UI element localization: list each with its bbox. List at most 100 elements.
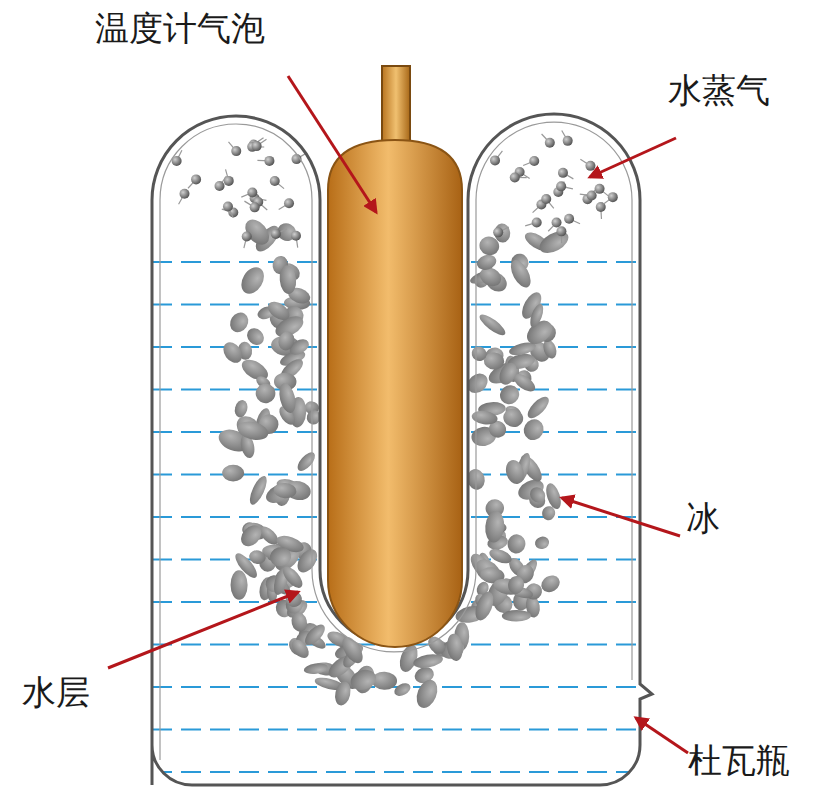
ice-chunk	[543, 482, 563, 511]
molecule	[231, 146, 241, 156]
ice-chunk	[333, 680, 353, 707]
ice-chunk	[295, 449, 319, 474]
vapor-molecule	[580, 159, 595, 171]
molecule	[250, 202, 260, 212]
ice-chunk	[288, 636, 312, 661]
ice-chunk	[303, 662, 328, 675]
molecule	[556, 181, 566, 191]
molecule	[242, 231, 252, 241]
molecule	[510, 172, 520, 182]
molecule	[563, 136, 573, 146]
ice-chunk	[477, 311, 508, 338]
ice-chunk	[534, 535, 551, 550]
vapor-molecule	[562, 130, 573, 145]
ice-chunk	[236, 419, 270, 443]
molecule	[284, 198, 294, 208]
ice-chunk	[527, 484, 549, 506]
molecule	[252, 141, 262, 151]
ice-chunk	[244, 325, 268, 349]
ice-chunk	[413, 677, 441, 711]
ice-chunk	[279, 563, 305, 591]
ice-chunk	[524, 393, 552, 421]
ice-chunk	[289, 611, 309, 634]
ice-chunk	[265, 298, 293, 324]
molecule	[179, 189, 189, 199]
vapor-molecule	[541, 194, 554, 208]
ice-chunk	[302, 621, 329, 648]
vapor-molecule	[580, 191, 597, 201]
ice-chunk	[445, 633, 464, 662]
vapor-molecule	[542, 134, 555, 148]
vapor-molecule	[556, 181, 573, 191]
molecule	[264, 156, 274, 166]
vapor-molecule	[525, 217, 541, 227]
molecule	[556, 226, 566, 236]
molecule	[532, 217, 542, 227]
molecule	[490, 155, 500, 165]
leader-arrow	[636, 718, 688, 753]
ice-chunk	[279, 265, 298, 295]
ice-chunk	[536, 227, 572, 258]
ice-chunk	[230, 570, 247, 600]
vapor-molecule	[244, 201, 259, 212]
molecule	[608, 192, 618, 202]
molecule	[191, 174, 201, 184]
molecule	[564, 214, 574, 224]
vapor-molecule	[596, 202, 606, 219]
ice-chunk	[502, 610, 531, 622]
molecule	[493, 227, 503, 237]
vapor-molecule	[279, 198, 294, 209]
ice-chunk	[412, 652, 444, 670]
vapor-molecule	[523, 156, 539, 166]
part-label: 水层	[22, 672, 90, 713]
vapor-molecule	[241, 187, 257, 197]
ice-chunk	[268, 545, 294, 569]
vapor-molecule	[270, 176, 284, 189]
part-label: 温度计气泡	[95, 8, 265, 49]
ice-chunk	[506, 574, 525, 595]
leader-arrow	[288, 76, 376, 212]
vapor-molecule	[548, 218, 561, 232]
molecule	[595, 184, 605, 194]
thermometer-bulb	[328, 140, 462, 647]
vapor-molecule	[603, 192, 618, 204]
molecule	[271, 229, 281, 239]
molecule	[224, 176, 234, 186]
ice-chunk	[237, 263, 269, 298]
ice-chunk	[501, 406, 526, 430]
ice-chunk	[277, 382, 299, 415]
molecule	[541, 194, 551, 204]
ice-chunk	[487, 546, 513, 566]
vapor-molecule	[271, 229, 287, 239]
vapor-molecule	[510, 172, 527, 182]
vapor-molecule	[558, 168, 573, 179]
leader-arrow	[108, 592, 298, 668]
ice-chunk	[484, 510, 506, 543]
vapor-molecule	[188, 174, 201, 188]
ice-chunk	[506, 533, 527, 555]
vapor-molecule	[224, 169, 234, 186]
ice-chunk	[226, 309, 252, 336]
ice-chunk	[469, 344, 489, 364]
vapor-molecule	[179, 189, 190, 204]
dewar-flask	[152, 114, 652, 785]
molecule	[558, 168, 568, 178]
ice-chunk	[233, 399, 249, 419]
thermometer-stem	[382, 66, 410, 150]
vapor-molecule	[228, 142, 241, 156]
water-line	[152, 729, 640, 731]
vapor-molecule	[564, 214, 580, 224]
molecule	[247, 187, 257, 197]
molecule	[291, 231, 301, 241]
molecule	[545, 138, 555, 148]
ice-chunk	[273, 482, 297, 499]
ice-chunk	[520, 416, 547, 444]
ice-chunk	[528, 302, 546, 329]
molecule	[587, 191, 597, 201]
vapor-molecule	[291, 231, 301, 248]
vapor-molecule	[493, 227, 509, 237]
ice-chunk	[241, 215, 274, 249]
ice-chunk	[477, 234, 502, 258]
